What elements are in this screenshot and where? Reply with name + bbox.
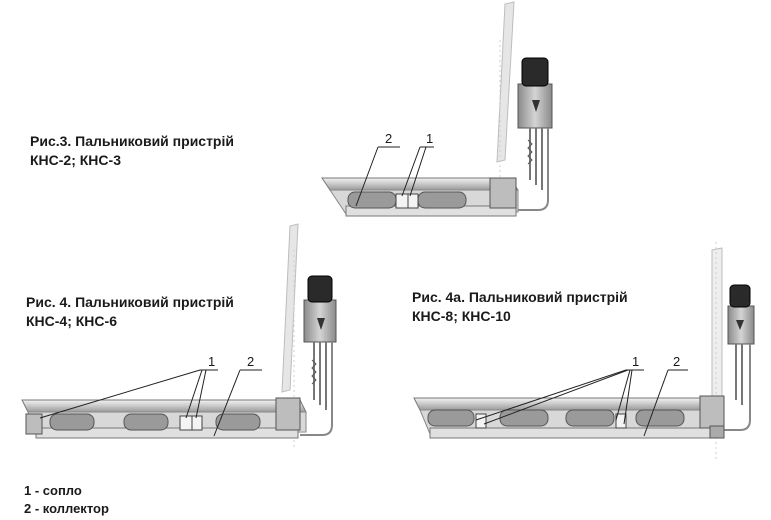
burner-bar — [321, 177, 519, 191]
figure-3-drawing — [321, 1, 553, 217]
legend: 1 - сопло 2 - коллектор — [24, 482, 109, 518]
fig4-callout-2: 2 — [247, 354, 254, 369]
collector-pipe — [429, 427, 713, 439]
fig3-callout-1: 1 — [426, 131, 433, 146]
caption-models: КНС-4; КНС-6 — [26, 313, 117, 329]
caption-models: КНС-8; КНС-10 — [412, 308, 511, 324]
caption-models: КНС-2; КНС-3 — [30, 152, 121, 168]
wall-strip — [496, 1, 515, 163]
burner-bar — [413, 397, 723, 411]
figure-4a-caption: Рис. 4а. Пальниковий пристрій КНС-8; КНС… — [412, 288, 628, 326]
caption-title: Рис.3. Пальниковий пристрій — [30, 133, 234, 149]
wall-strip — [281, 223, 299, 393]
fig4a-callout-1: 1 — [632, 354, 639, 369]
caption-title: Рис. 4а. Пальниковий пристрій — [412, 289, 628, 305]
figure-4-caption: Рис. 4. Пальниковий пристрій КНС-4; КНС-… — [26, 293, 234, 331]
thermostat-knob — [521, 57, 549, 87]
figure-4a-drawing — [413, 242, 755, 460]
fig3-callout-2: 2 — [385, 131, 392, 146]
legend-item-nozzle: 1 - сопло — [24, 483, 82, 498]
fig4a-callout-2: 2 — [673, 354, 680, 369]
legend-item-collector: 2 - коллектор — [24, 501, 109, 516]
figure-3-caption: Рис.3. Пальниковий пристрій КНС-2; КНС-3 — [30, 132, 234, 170]
thermostat-knob — [729, 284, 751, 308]
wall-strip — [711, 247, 723, 403]
figure-4-drawing — [21, 223, 337, 450]
caption-title: Рис. 4. Пальниковий пристрій — [26, 294, 234, 310]
fig4-callout-1: 1 — [208, 354, 215, 369]
thermostat-knob — [307, 275, 333, 303]
